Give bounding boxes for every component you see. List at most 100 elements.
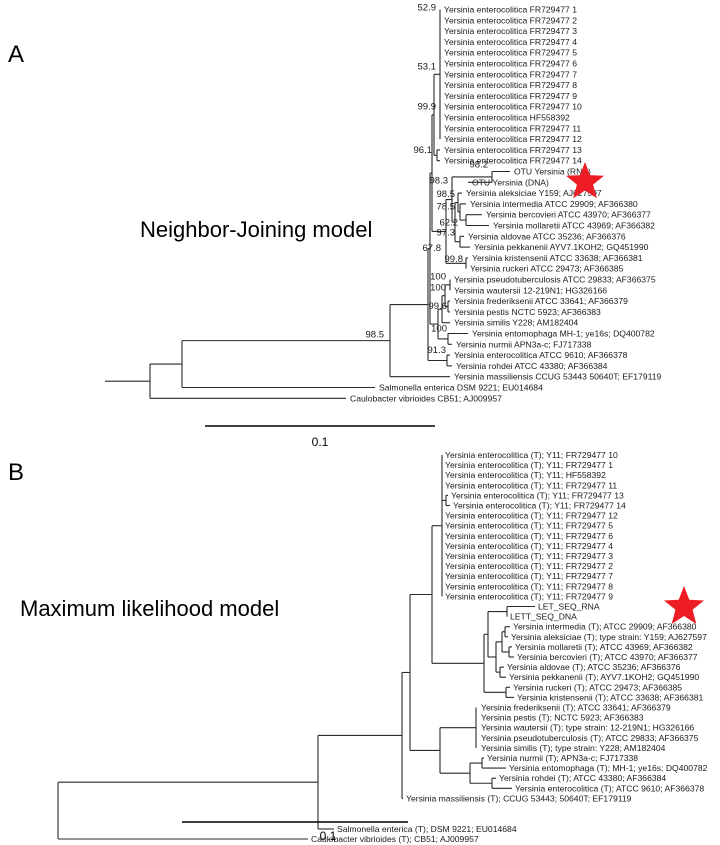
leaf-label: Yersinia enterocolitica (T); Y11; FR7294…: [445, 571, 613, 581]
leaf-label: Yersinia pekkanenii (T); AYV7.1KOH2; GQ4…: [509, 672, 699, 682]
bootstrap-value: 53.1: [418, 62, 437, 73]
leaf-label: Yersinia nurmii (T); APN3a-c; FJ717338: [487, 753, 638, 763]
bootstrap-value: 99.6: [429, 301, 448, 312]
panel-a-tree: Yersinia enterocolitica FR729477 1Yersin…: [105, 3, 662, 449]
leaf-label: Yersinia nurmii APN3a-c; FJ717338: [456, 339, 592, 349]
leaf-label: Yersinia wautersii (T); type strain: 12-…: [481, 723, 694, 733]
leaf-label: Yersinia kristensenii (T); ATCC 33638; A…: [517, 692, 704, 702]
bootstrap-value: 100: [430, 282, 446, 293]
leaf-label: Yersinia enterocolitica FR729477 14: [444, 156, 582, 166]
leaf-label: Yersinia enterocolitica FR729477 1: [444, 5, 577, 15]
leaf-label: Yersinia enterocolitica ATCC 9610; AF366…: [454, 350, 628, 360]
leaf-label: Yersinia enterocolitica FR729477 3: [444, 26, 577, 36]
star-icon: [664, 586, 704, 624]
bootstrap-value: 100: [430, 272, 446, 283]
bootstrap-value: 98.5: [366, 330, 385, 341]
leaf-label: Yersinia aldovae ATCC 35236; AF366376: [468, 231, 626, 241]
leaf-label: LET_SEQ_RNA: [538, 602, 600, 612]
leaf-label: Yersinia mollaretii (T); ATCC 43969; AF3…: [515, 642, 693, 652]
leaf-label: Yersinia frederiksenii (T); ATCC 33641; …: [481, 703, 671, 713]
bootstrap-value: 98.2: [470, 160, 489, 171]
leaf-label: Yersinia enterocolitica FR729477 7: [444, 69, 577, 79]
bootstrap-value: 91.3: [428, 345, 447, 356]
leaf-label: Yersinia enterocolitica (T); Y11; FR7294…: [453, 501, 626, 511]
leaf-label: Yersinia enterocolitica (T); Y11; FR7294…: [445, 531, 613, 541]
leaf-label: Yersinia ruckeri (T); ATCC 29473; AF3663…: [513, 682, 682, 692]
leaf-label: Yersinia intermedia (T); ATCC 29909; AF3…: [513, 622, 697, 632]
leaf-label: Yersinia enterocolitica (T); Y11; HF5583…: [445, 470, 606, 480]
leaf-label: Yersinia rohdei (T); ATCC 43380; AF36638…: [499, 773, 666, 783]
leaf-label: Yersinia intermedia ATCC 29909; AF366380: [470, 199, 638, 209]
bootstrap-value: 99.9: [418, 102, 437, 113]
leaf-label: Yersinia pseudotuberculosis (T); ATCC 29…: [481, 733, 699, 743]
leaf-label: Yersinia mollaretii ATCC 43969; AF366382: [493, 221, 655, 231]
panel-b-tree: Yersinia enterocolitica (T); Y11; FR7294…: [57, 450, 708, 844]
leaf-label: Yersinia enterocolitica (T); Y11; FR7294…: [445, 480, 617, 490]
leaf-label: Yersinia ruckeri ATCC 29473; AF366385: [470, 264, 624, 274]
scale-bar-label: 0.1: [320, 829, 337, 843]
scale-bar-label: 0.1: [312, 435, 329, 449]
leaf-label: Yersinia enterocolitica (T); Y11; FR7294…: [451, 490, 624, 500]
leaf-label: Yersinia similis Y228; AM182404: [454, 318, 578, 328]
bootstrap-value: 62.2: [440, 218, 459, 229]
leaf-label: Caulobacter vibrioides CB51; AJ009957: [350, 393, 502, 403]
leaf-label: Yersinia enterocolitica FR729477 5: [444, 48, 577, 58]
leaf-label: Yersinia enterocolitica (T); Y11; FR7294…: [445, 511, 618, 521]
panel-b-title: Maximum likelihood model: [20, 596, 279, 621]
bootstrap-value: 96.1: [414, 145, 433, 156]
leaf-label: Yersinia enterocolitica FR729477 4: [444, 37, 577, 47]
leaf-label: Yersinia aleksiciae (T); type strain: Y1…: [511, 632, 707, 642]
bootstrap-value: 78.5: [437, 202, 456, 213]
leaf-label: Yersinia enterocolitica FR729477 10: [444, 102, 582, 112]
leaf-label: Yersinia enterocolitica (T); ATCC 9610; …: [515, 783, 704, 793]
bootstrap-value: 52.9: [418, 3, 437, 14]
leaf-label: Yersinia enterocolitica FR729477 13: [444, 145, 582, 155]
leaf-label: Yersinia enterocolitica FR729477 12: [444, 134, 582, 144]
leaf-label: Yersinia pestis NCTC 5923; AF366383: [454, 307, 601, 317]
bootstrap-value: 98.3: [430, 175, 449, 186]
leaf-label: Yersinia aleksiciae Y159; AJ627597: [466, 188, 602, 198]
leaf-label: Yersinia enterocolitica (T); Y11; FR7294…: [445, 521, 613, 531]
leaf-label: Yersinia pseudotuberculosis ATCC 29833; …: [454, 275, 656, 285]
leaf-label: LETT_SEQ_DNA: [510, 612, 577, 622]
leaf-label: Yersinia bercovieri ATCC 43970; AF366377: [486, 210, 651, 220]
leaf-label: Yersinia entomophaga (T); MH-1; ye16s; D…: [509, 763, 708, 773]
bootstrap-value: 67.8: [423, 243, 442, 254]
leaf-label: Yersinia enterocolitica (T); Y11; FR7294…: [445, 541, 613, 551]
leaf-label: OTU Yersinia (DNA): [472, 177, 549, 187]
leaf-label: Yersinia enterocolitica (T); Y11; FR7294…: [445, 581, 613, 591]
leaf-label: Yersinia enterocolitica FR729477 9: [444, 91, 577, 101]
star-icon: [566, 162, 604, 199]
leaf-label: Yersinia aldovae (T); ATCC 35236; AF3663…: [507, 662, 681, 672]
leaf-label: Yersinia frederiksenii ATCC 33641; AF366…: [454, 296, 628, 306]
leaf-label: Yersinia kristensenii ATCC 33638; AF3663…: [472, 253, 643, 263]
panel-a-title: Neighbor-Joining model: [140, 217, 372, 242]
leaf-label: Yersinia enterocolitica HF558392: [444, 113, 570, 123]
leaf-label: Yersinia enterocolitica (T); Y11; FR7294…: [445, 591, 613, 601]
leaf-label: Yersinia similis (T); type strain: Y228;…: [481, 743, 666, 753]
leaf-label: OTU Yersinia (RNA): [514, 167, 591, 177]
panel-a-letter: A: [8, 41, 24, 68]
leaf-label: Yersinia pestis (T); NCTC 5923; AF366383: [481, 713, 644, 723]
leaf-label: Yersinia pekkanenii AYV7.1KOH2; GQ451990: [474, 242, 649, 252]
leaf-label: Yersinia massiliensis CCUG 53443 50640T;…: [454, 372, 662, 382]
leaf-label: Yersinia enterocolitica FR729477 8: [444, 80, 577, 90]
bootstrap-value: 100: [431, 324, 447, 335]
leaf-label: Yersinia rohdei ATCC 43380; AF366384: [456, 361, 608, 371]
leaf-label: Yersinia wautersii 12-219N1; HG326166: [454, 285, 607, 295]
bootstrap-value: 98.5: [437, 189, 456, 200]
leaf-label: Yersinia enterocolitica FR729477 2: [444, 15, 577, 25]
leaf-label: Yersinia enterocolitica FR729477 11: [444, 123, 581, 133]
leaf-label: Yersinia enterocolitica FR729477 6: [444, 59, 577, 69]
panel-b-letter: B: [8, 459, 24, 486]
leaf-label: Yersinia massiliensis (T); CCUG 53443; 5…: [406, 793, 632, 803]
leaf-label: Salmonella enterica DSM 9221; EU014684: [379, 383, 543, 393]
leaf-label: Yersinia enterocolitica (T); Y11; FR7294…: [445, 551, 613, 561]
leaf-label: Yersinia enterocolitica (T); Y11; FR7294…: [445, 450, 618, 460]
leaf-label: Yersinia entomophaga MH-1; ye16s; DQ4007…: [472, 329, 655, 339]
bootstrap-value: 99.8: [445, 254, 464, 265]
leaf-label: Yersinia bercovieri (T); ATCC 43970; AF3…: [517, 652, 698, 662]
leaf-label: Salmonella enterica (T); DSM 9221; EU014…: [337, 824, 517, 834]
bootstrap-value: 97.3: [437, 227, 456, 238]
